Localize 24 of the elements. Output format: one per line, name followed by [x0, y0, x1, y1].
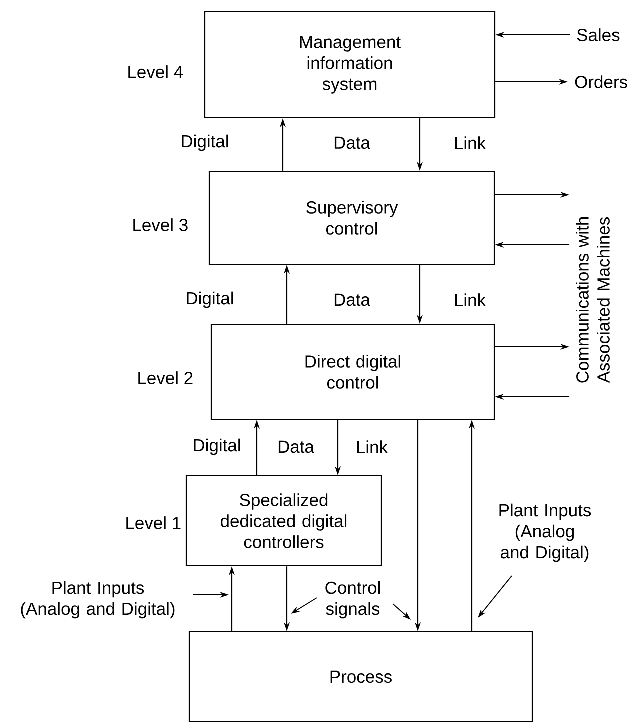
- text-label: Plant Inputs (Analog and Digital): [21, 581, 175, 619]
- signal-label: Data: [334, 136, 370, 150]
- signal-label: Data: [278, 440, 314, 454]
- text-label: Control signals: [326, 581, 380, 619]
- level-label: Level 2: [138, 372, 193, 384]
- signal-label: Data: [334, 294, 370, 306]
- process-box: Management information system: [204, 11, 496, 119]
- level-label: Level 3: [134, 218, 188, 232]
- text-label: Orders: [575, 76, 628, 88]
- text-label: Communications with Associated Machines: [576, 218, 610, 384]
- level-label: Level 1: [126, 516, 181, 530]
- signal-label: Digital: [187, 292, 234, 308]
- text-label: Sales: [577, 28, 620, 42]
- signal-label: Link: [357, 440, 388, 454]
- signal-label: Link: [455, 136, 486, 150]
- text-label: Plant Inputs (Analog and Digital): [500, 504, 592, 562]
- process-box: Specialized dedicated digital controllers: [186, 475, 382, 567]
- signal-label: Digital: [194, 438, 240, 456]
- process-box: Process: [188, 631, 534, 723]
- process-box: Supervisory control: [208, 170, 496, 266]
- level-label: Level 4: [128, 66, 184, 78]
- signal-label: Link: [455, 294, 486, 306]
- signal-label: Digital: [182, 134, 228, 152]
- process-box: Direct digital control: [210, 324, 496, 420]
